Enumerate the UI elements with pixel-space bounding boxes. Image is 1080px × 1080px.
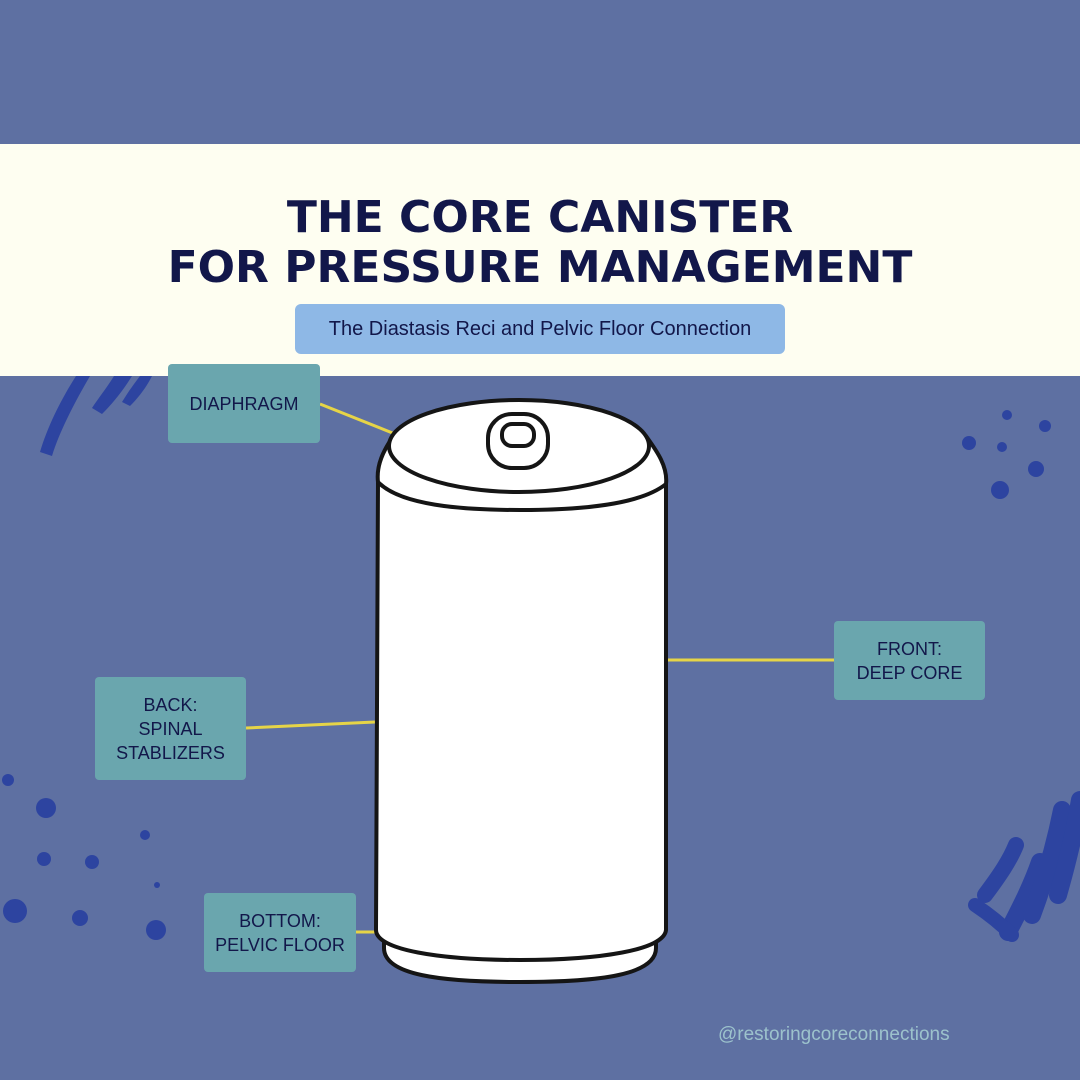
label-back: BACK: SPINAL STABLIZERS (95, 677, 246, 780)
social-handle[interactable]: @restoringcoreconnections (718, 1024, 950, 1045)
brush-strokes-bottom-right (968, 791, 1080, 942)
can-pull-tab-hole (500, 422, 536, 448)
brush-stroke (1049, 791, 1080, 904)
brush-stroke-top-left-2 (92, 376, 132, 414)
label-diaphragm: DIAPHRAGM (168, 364, 320, 443)
label-back-line-3: STABLIZERS (116, 742, 225, 763)
label-diaphragm-text: DIAPHRAGM (189, 393, 299, 414)
brush-stroke (968, 898, 1019, 942)
label-bottom: BOTTOM: PELVIC FLOOR (204, 893, 356, 972)
connector-back (245, 720, 376, 730)
label-front-line-2: DEEP CORE (856, 662, 963, 683)
brush-stroke (977, 837, 1024, 903)
decor-dot (146, 920, 166, 940)
decor-dot (72, 910, 88, 926)
decor-dot (85, 855, 99, 869)
title-line-2: FOR PRESSURE MANAGEMENT (167, 242, 913, 293)
decor-dot (1028, 461, 1044, 477)
decor-dot (154, 882, 160, 888)
label-back-line-1: BACK: (143, 694, 198, 715)
decor-dot (991, 481, 1009, 499)
decor-dot (2, 774, 14, 786)
label-back-line-2: SPINAL (138, 718, 203, 739)
soda-can-icon (374, 398, 669, 984)
decor-dot (37, 852, 51, 866)
decor-dot (140, 830, 150, 840)
brush-stroke-top-left (40, 376, 90, 456)
decorative-brush-strokes (2, 376, 1080, 942)
label-bottom-line-2: PELVIC FLOOR (215, 934, 345, 955)
decor-dot (1002, 410, 1012, 420)
subtitle-text: The Diastasis Reci and Pelvic Floor Conn… (328, 317, 752, 340)
brush-stroke (1023, 801, 1071, 924)
decor-dot (962, 436, 976, 450)
decor-dot (997, 442, 1007, 452)
connector-lines (245, 402, 835, 934)
brush-stroke-top-left-3 (122, 376, 152, 406)
decor-dot (1039, 420, 1051, 432)
brush-stroke (999, 853, 1049, 941)
label-front: FRONT: DEEP CORE (834, 621, 985, 700)
label-front-line-1: FRONT: (877, 638, 942, 659)
title-line-1: THE CORE CANISTER (286, 192, 794, 243)
label-bottom-line-1: BOTTOM: (239, 910, 321, 931)
decor-dot (3, 899, 27, 923)
connector-diaphragm (319, 402, 396, 436)
decor-dot (36, 798, 56, 818)
can-body (374, 476, 668, 962)
subtitle-pill: The Diastasis Reci and Pelvic Floor Conn… (295, 304, 785, 354)
